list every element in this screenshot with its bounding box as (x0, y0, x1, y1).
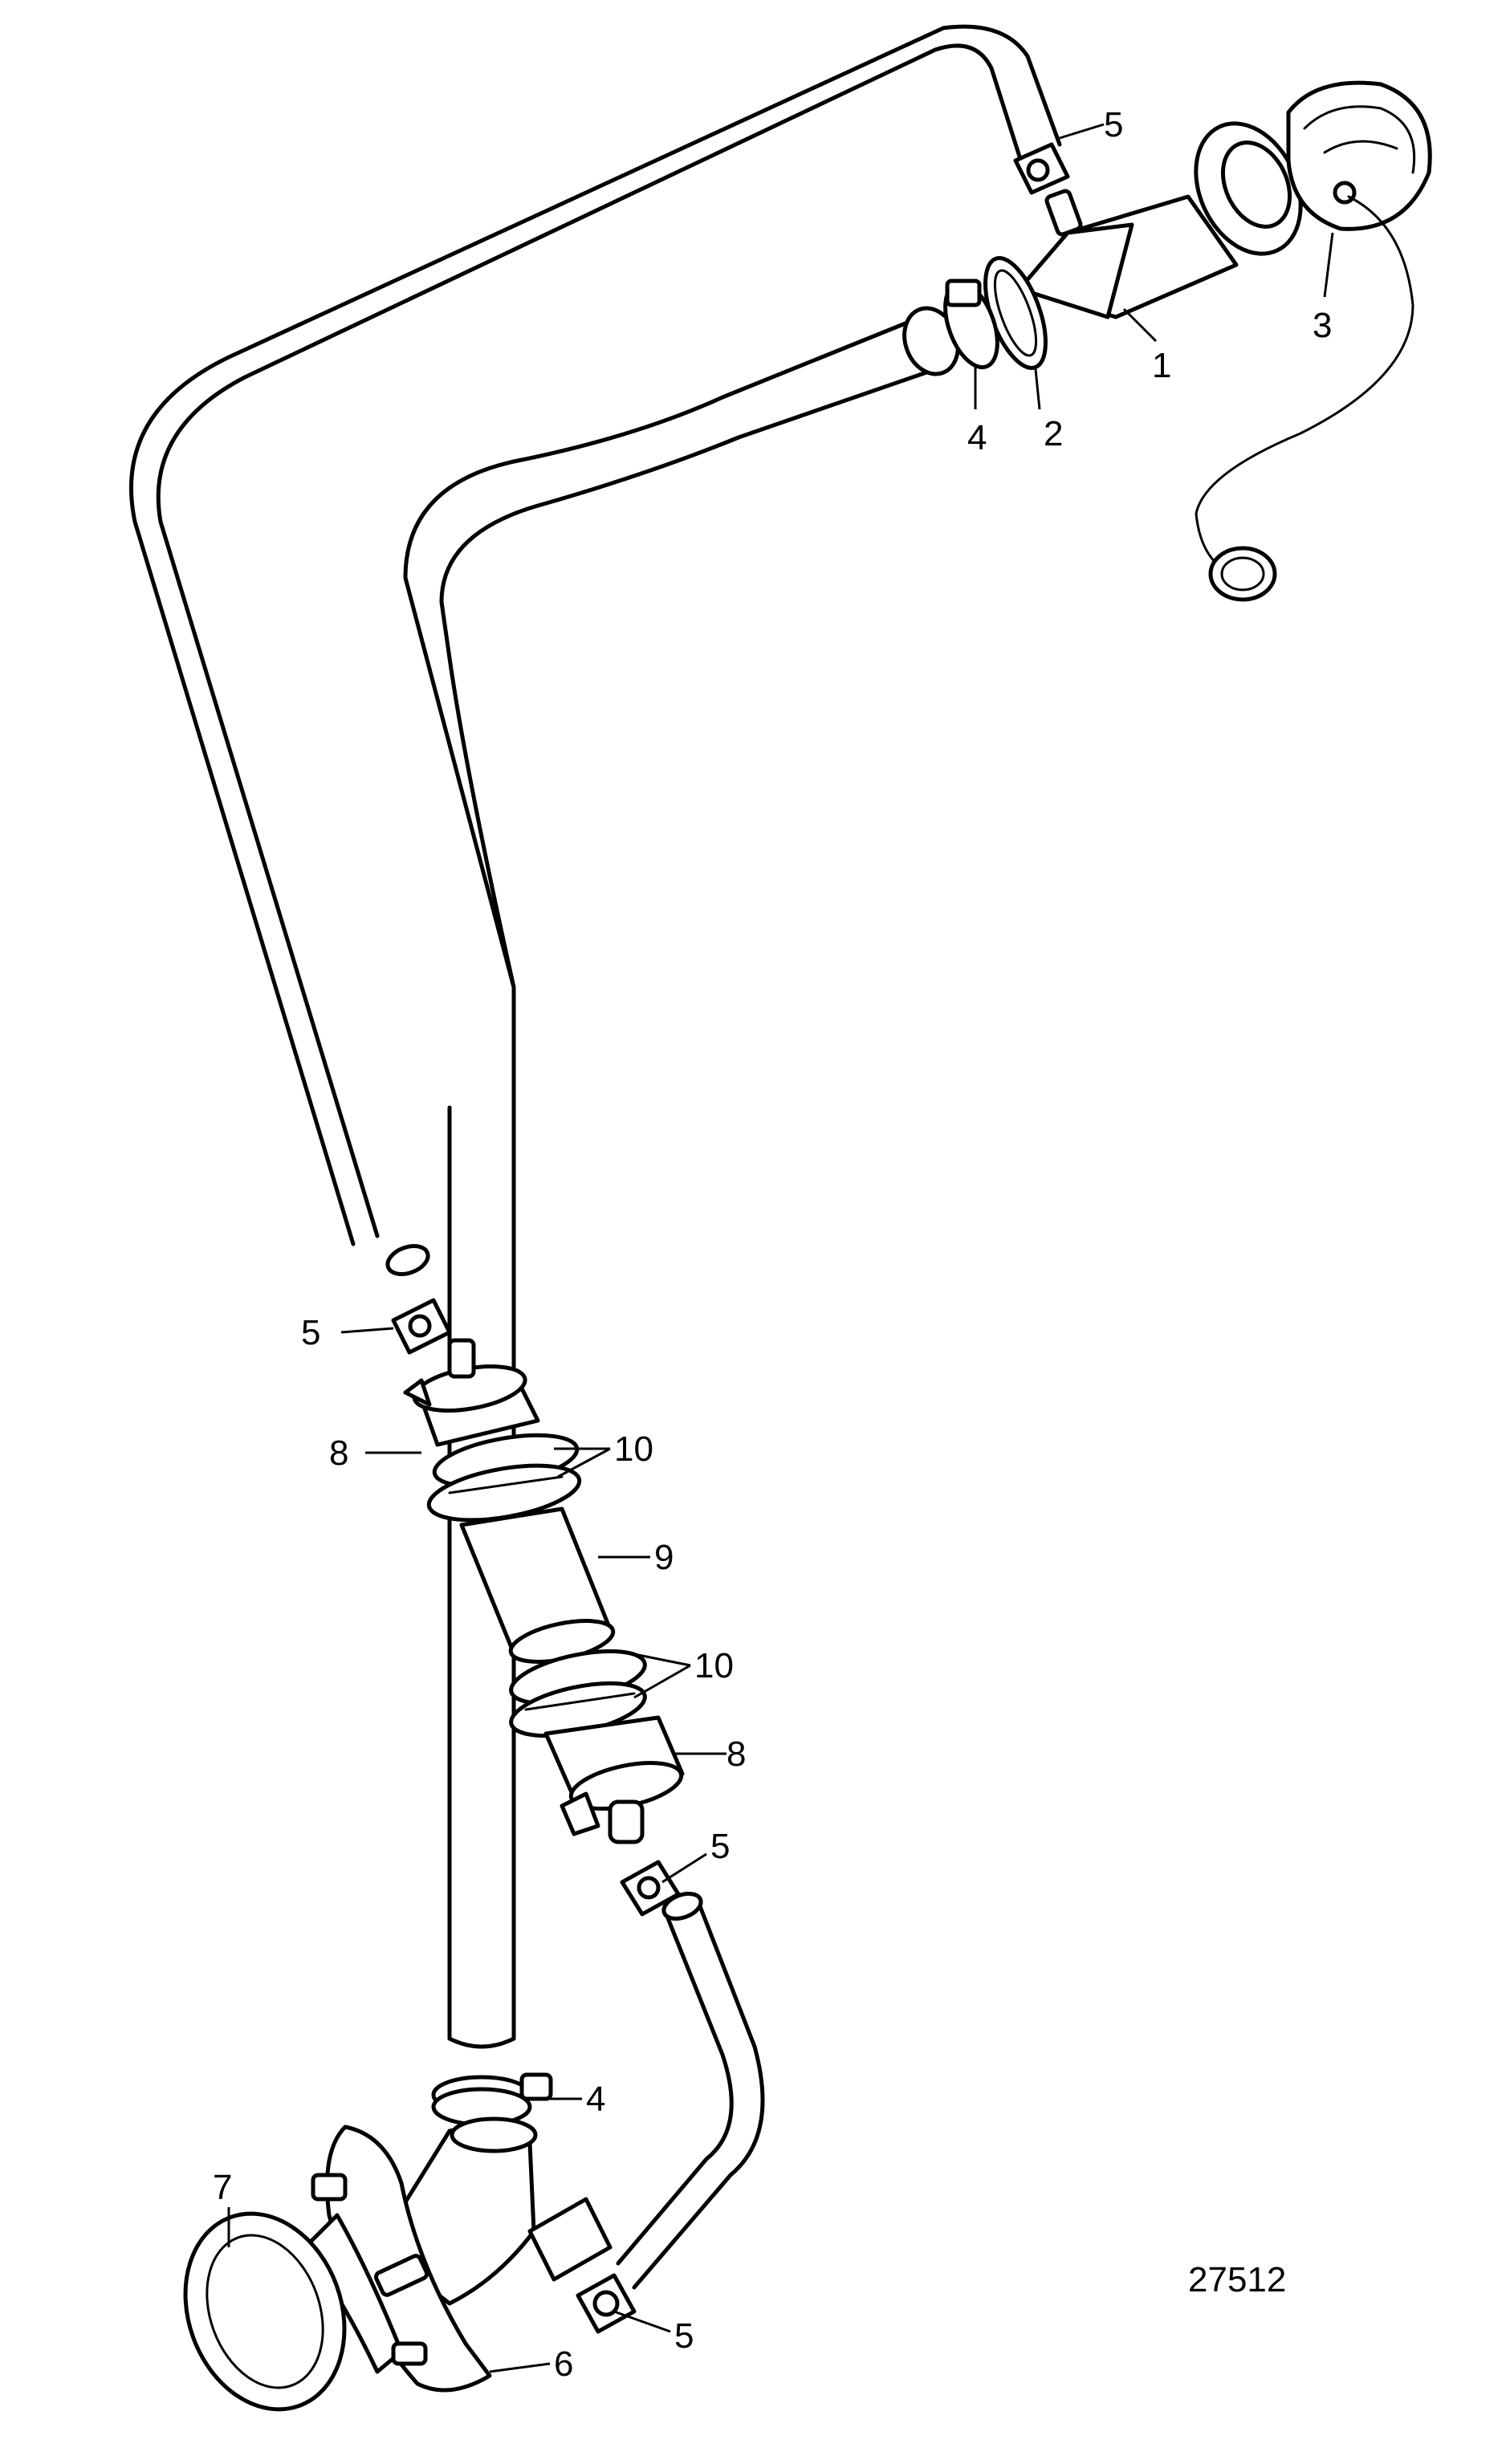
callout-8-lower: 8 (727, 1734, 746, 1774)
filler-cap (1286, 80, 1432, 231)
filler-neck (1017, 121, 1303, 319)
callout-10-upper: 10 (614, 1429, 653, 1469)
callout-5-top: 5 (1104, 105, 1123, 144)
cap-retaining-cord (1195, 195, 1414, 602)
lower-vent-hose (616, 1891, 765, 2290)
callout-4-bottom: 4 (586, 2080, 605, 2119)
fill-hose (403, 306, 960, 2049)
callout-labels: 1 2 3 4 5 5 8 10 9 10 8 5 4 5 6 7 27512 (213, 105, 1332, 2384)
seal-ring (183, 2211, 347, 2412)
small-hose-clip-mid (620, 1860, 681, 1917)
small-hose-clip-left (391, 1298, 452, 1355)
callout-5-bottom: 5 (674, 2316, 694, 2356)
vent-valve-lower (543, 1715, 685, 1844)
callout-10-lower: 10 (694, 1646, 734, 1685)
hose-clamp-lower (431, 2072, 553, 2127)
small-hose-clip-bottom (576, 2273, 637, 2334)
callout-8-upper: 8 (329, 1433, 348, 1473)
callout-9: 9 (654, 1538, 674, 1577)
hose-clamp-upper (943, 279, 999, 370)
hose-clamps-lower (509, 1649, 647, 1738)
small-hose-clip-top (1013, 142, 1070, 195)
drawing-number: 27512 (1188, 2260, 1286, 2299)
tank-fitting (303, 2116, 613, 2393)
callout-2: 2 (1044, 414, 1063, 453)
vent-valve-upper (403, 1338, 540, 1447)
callout-5-left: 5 (301, 1313, 320, 1352)
callout-1: 1 (1152, 346, 1171, 385)
callout-5-mid: 5 (710, 1827, 730, 1866)
callout-6: 6 (554, 2344, 573, 2384)
callout-4-top: 4 (967, 418, 987, 457)
leader-lines (227, 123, 1334, 2373)
callout-3: 3 (1313, 306, 1332, 345)
connecting-hose (459, 1506, 616, 1664)
vent-hose (129, 24, 1062, 1276)
callout-7: 7 (213, 2168, 232, 2207)
